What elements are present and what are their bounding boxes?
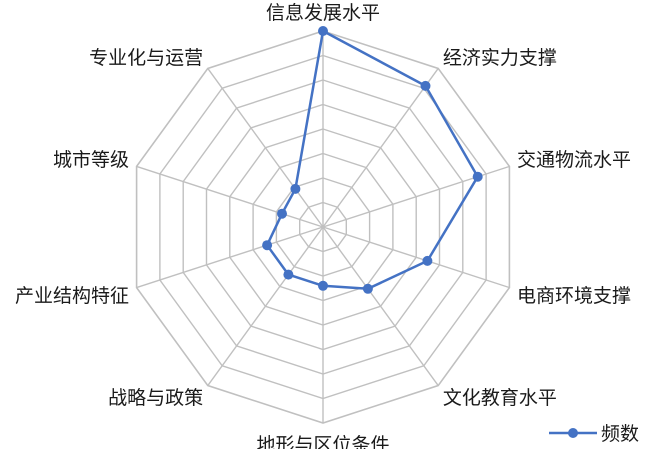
category-label: 专业化与运营 <box>89 47 203 69</box>
legend-label: 频数 <box>601 423 639 445</box>
data-point <box>262 240 273 251</box>
category-label: 电商环境支撑 <box>517 285 631 307</box>
data-point <box>283 269 294 280</box>
grid-spoke <box>207 68 324 228</box>
data-point <box>277 208 287 219</box>
series-layer <box>262 26 483 294</box>
category-label: 文化教育水平 <box>443 387 557 409</box>
category-label: 经济实力支撑 <box>443 47 557 69</box>
data-point <box>420 80 431 91</box>
data-point <box>318 280 328 291</box>
category-label: 地形与区位条件 <box>256 434 389 449</box>
grid-spoke <box>322 226 510 289</box>
legend-point-marker <box>568 428 578 438</box>
category-label: 交通物流水平 <box>517 149 631 171</box>
radar-grid <box>135 30 511 424</box>
legend: 频数 <box>549 423 639 445</box>
category-label: 城市等级 <box>53 149 129 171</box>
data-point <box>422 255 433 266</box>
grid-spoke <box>136 226 324 289</box>
grid-spoke <box>322 226 439 386</box>
category-label: 战略与政策 <box>108 387 203 409</box>
grid-spoke <box>136 165 324 228</box>
data-point <box>318 26 328 36</box>
data-point <box>290 183 301 194</box>
category-label: 信息发展水平 <box>266 2 380 24</box>
category-label: 产业结构特征 <box>15 285 129 307</box>
data-point <box>362 283 373 294</box>
grid-spoke <box>207 226 324 386</box>
grid-spoke <box>322 68 439 228</box>
data-point <box>472 171 483 182</box>
